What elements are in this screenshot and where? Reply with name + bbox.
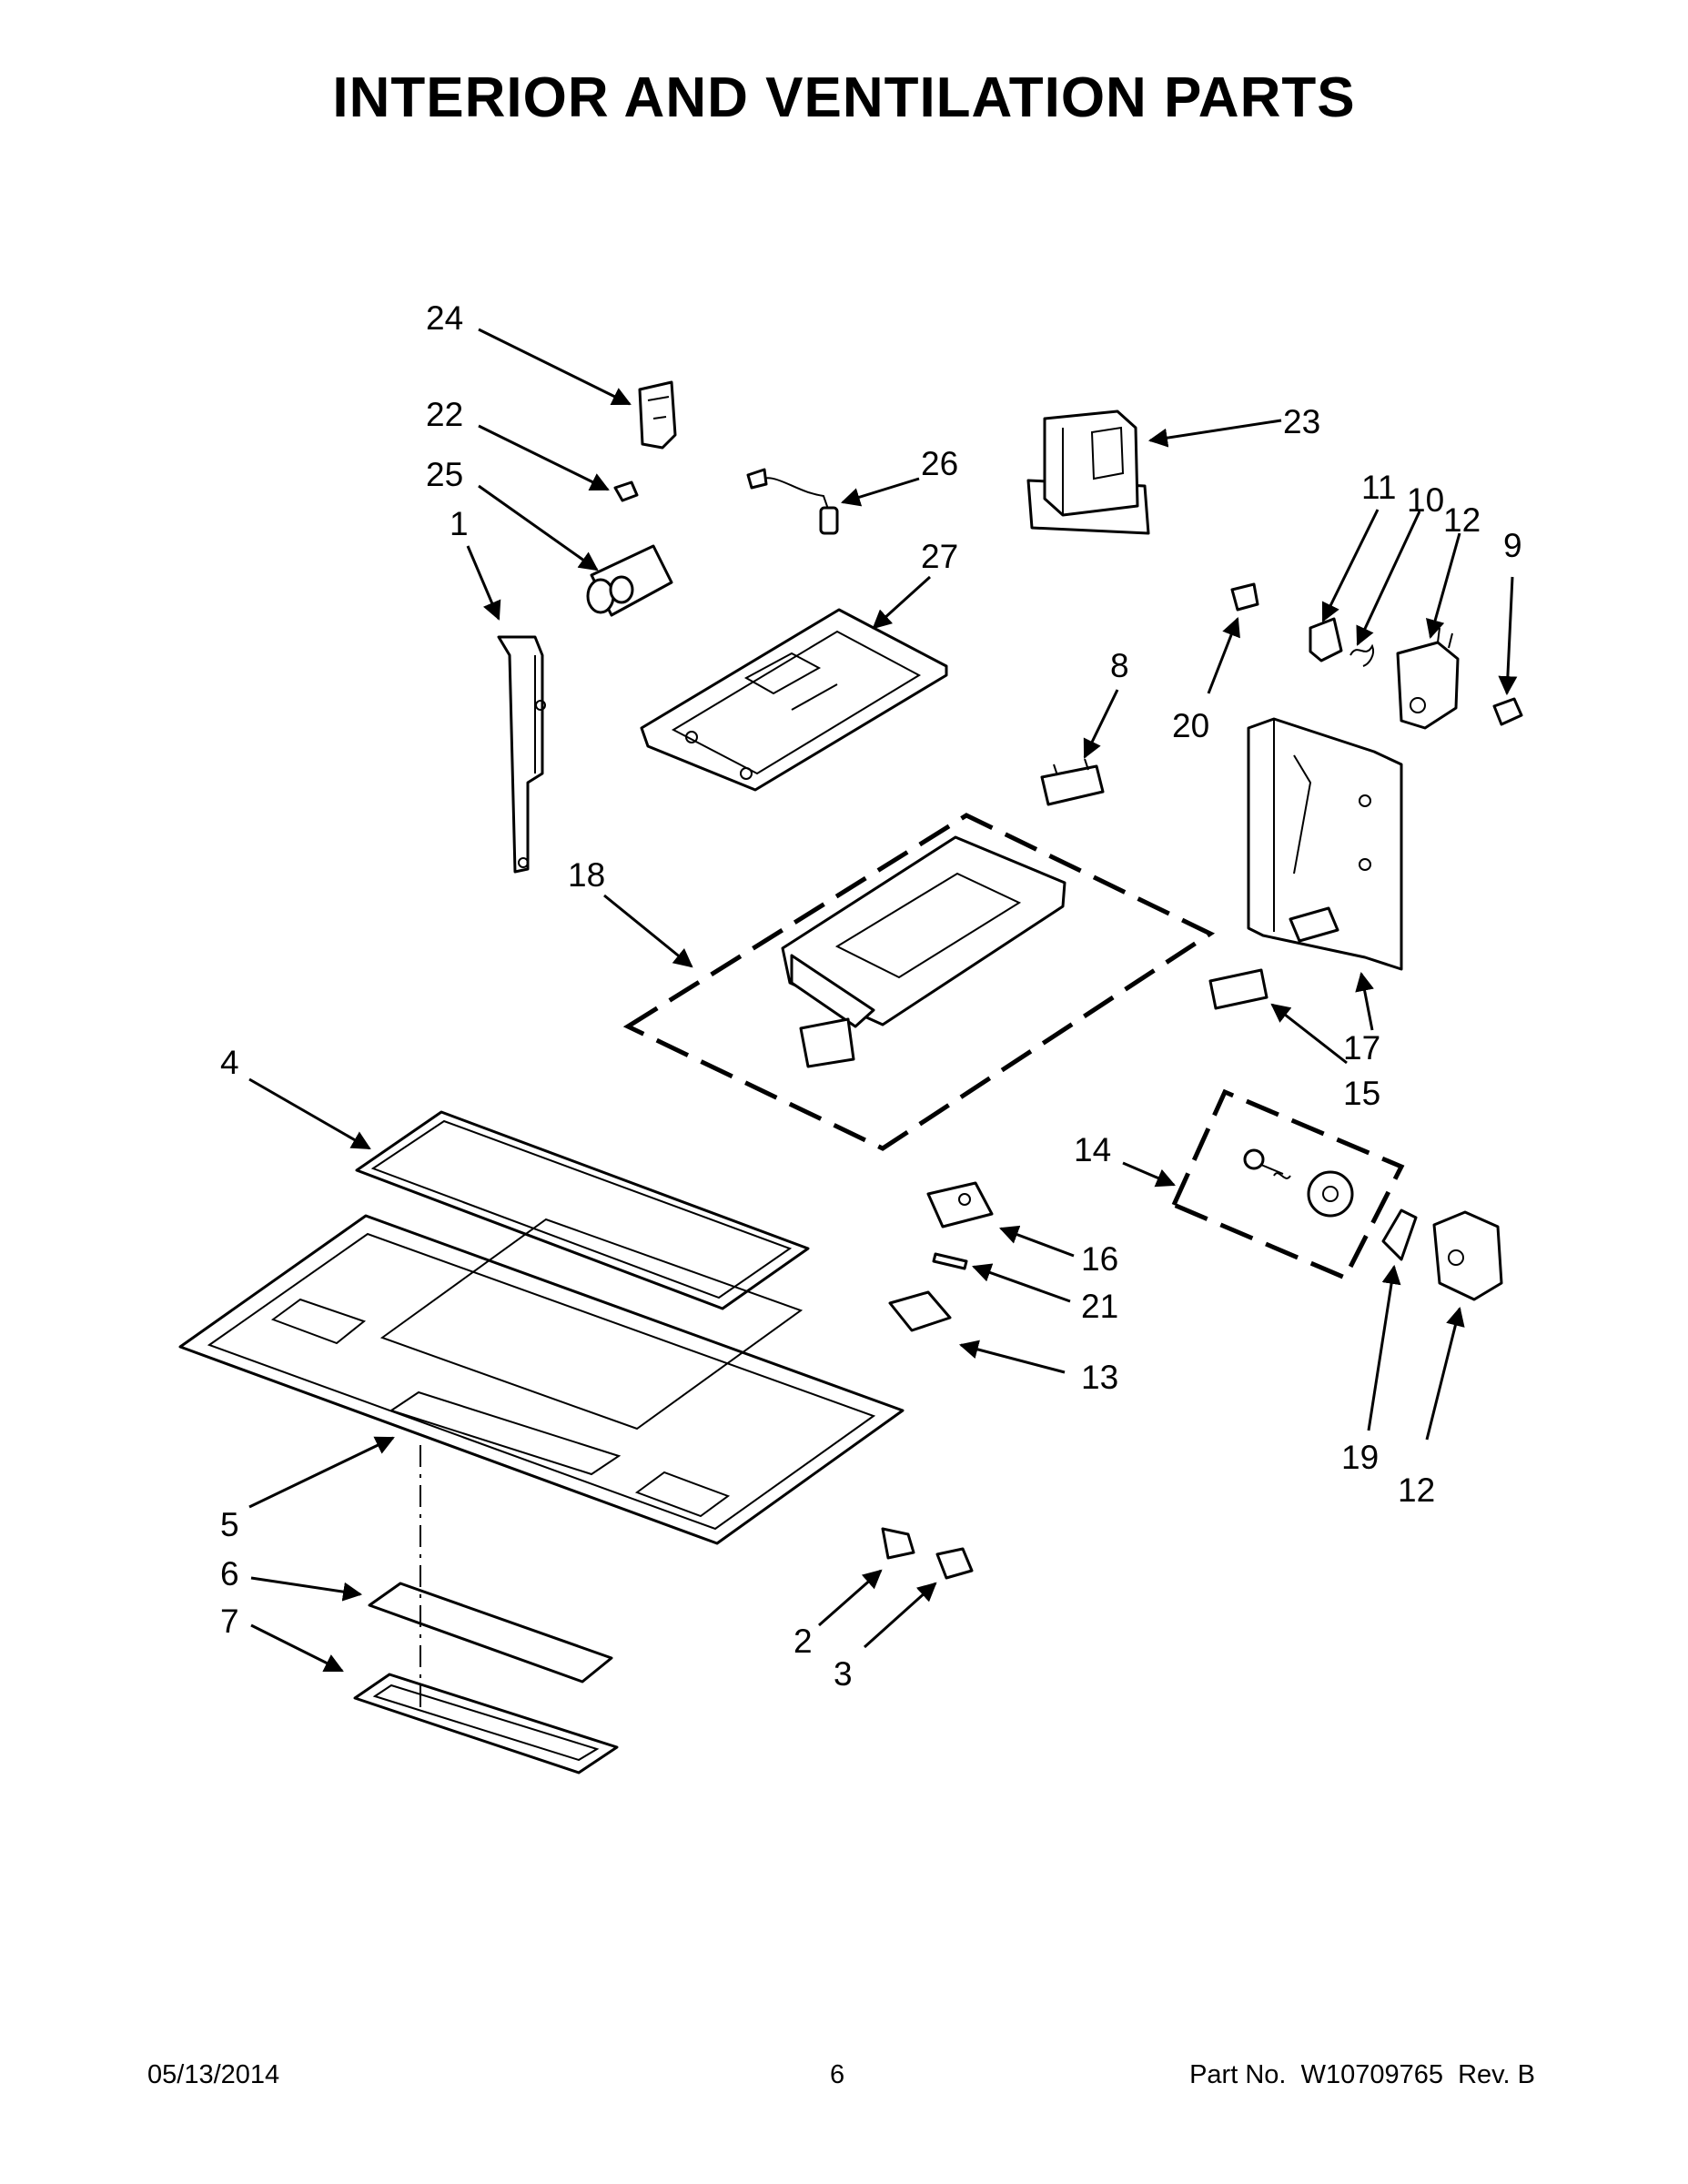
callout-6: 6	[220, 1555, 239, 1592]
revision-value: B	[1517, 2060, 1535, 2089]
part-1-bracket	[497, 635, 546, 874]
callout-20: 20	[1172, 707, 1209, 744]
callout-10: 10	[1407, 481, 1444, 519]
callout-5: 5	[220, 1506, 239, 1543]
callout-9: 9	[1503, 527, 1522, 564]
part-5-bottom-plate	[178, 1214, 905, 1545]
part-12-switch-bottom	[1432, 1210, 1503, 1301]
page-title: INTERIOR AND VENTILATION PARTS	[332, 66, 1356, 129]
callout-1: 1	[450, 505, 469, 542]
callout-24: 24	[426, 299, 463, 337]
callout-18: 18	[568, 856, 605, 894]
footer-part-number: Part No. W10709765 Rev. B	[1189, 2060, 1535, 2090]
part-12-switch-top	[1396, 627, 1460, 730]
part-22-clip	[613, 480, 639, 502]
callout-11: 11	[1361, 469, 1396, 506]
revision-label: Rev.	[1458, 2060, 1511, 2089]
callout-19: 19	[1341, 1439, 1379, 1476]
part-18-air-duct-assembly	[622, 813, 1216, 1151]
callout-25: 25	[426, 456, 463, 493]
callout-8: 8	[1110, 647, 1129, 684]
leader-arrows	[248, 328, 1518, 1673]
part-25-capacitor	[586, 544, 673, 617]
callout-22: 22	[426, 396, 463, 433]
callout-16: 16	[1081, 1240, 1118, 1278]
part-20-switch	[1230, 582, 1259, 612]
callout-26: 26	[921, 445, 958, 482]
part-21-fuse	[932, 1252, 968, 1270]
callout-14: 14	[1074, 1131, 1111, 1168]
callout-12-top: 12	[1443, 501, 1481, 539]
callout-21: 21	[1081, 1288, 1118, 1325]
callout-4: 4	[220, 1044, 239, 1081]
callout-labels: 24 22 25 1 26 27 23 11 10 12 9 8 20 18 1…	[220, 299, 1522, 1693]
callout-27: 27	[921, 538, 958, 575]
part-27-mounting-plate	[640, 608, 948, 792]
callout-2: 2	[793, 1623, 813, 1660]
part-11-actuator	[1309, 617, 1343, 662]
part-16-switch-plate	[926, 1181, 994, 1228]
part-26-thermistor	[746, 468, 839, 535]
part-7-frame	[353, 1673, 619, 1774]
callout-23: 23	[1283, 403, 1320, 440]
part-23-transformer	[1026, 410, 1150, 535]
part-number-label: Part No.	[1189, 2060, 1287, 2089]
part-10-spring	[1349, 643, 1374, 667]
footer-page-number: 6	[830, 2060, 845, 2089]
callout-7: 7	[220, 1603, 239, 1640]
part-4-grease-filter	[355, 1110, 810, 1310]
part-8-block	[1040, 758, 1105, 806]
part-6-cover	[368, 1582, 613, 1684]
part-13-block	[888, 1290, 952, 1332]
part-24-bracket	[638, 380, 677, 450]
part-19-switch	[1381, 1208, 1418, 1261]
callout-15: 15	[1343, 1075, 1380, 1112]
callout-12-bottom: 12	[1398, 1471, 1435, 1509]
callout-3: 3	[834, 1655, 853, 1693]
part-number-value: W10709765	[1300, 2060, 1443, 2089]
part-9-plug	[1492, 697, 1523, 726]
part-14-motor-assembly	[1170, 1088, 1405, 1281]
callout-13: 13	[1081, 1359, 1118, 1396]
part-2-lamp	[881, 1527, 915, 1560]
callout-17: 17	[1343, 1029, 1380, 1067]
part-17-control-panel-bracket	[1247, 717, 1403, 971]
footer-date: 05/13/2014	[147, 2060, 280, 2089]
part-3-lamp-socket	[935, 1547, 974, 1580]
part-15-block	[1208, 968, 1269, 1010]
